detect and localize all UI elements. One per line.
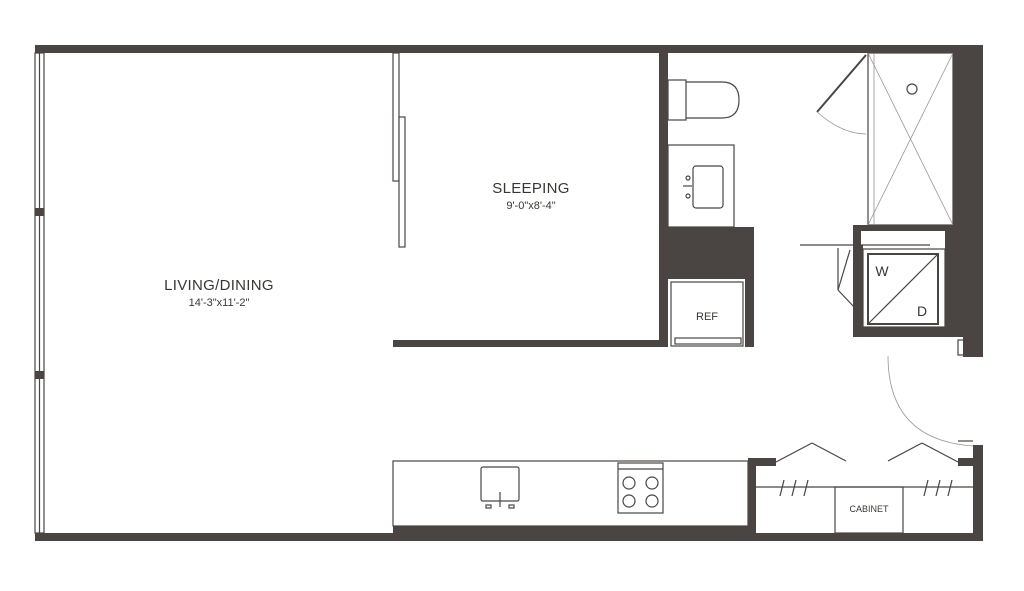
right-wall-lower	[973, 445, 983, 541]
closet-door-right[interactable]	[887, 442, 959, 463]
entry-door[interactable]	[887, 339, 983, 447]
cabinet-closet: CABINET	[748, 442, 973, 541]
sleeping-bottom-wall	[393, 340, 668, 347]
window-wall	[34, 52, 45, 534]
vanity-sink-icon	[667, 144, 735, 228]
closet-door-left[interactable]	[775, 442, 847, 463]
dryer-label: D	[917, 303, 927, 319]
refrigerator-area: REF	[668, 227, 754, 347]
sleeping-right-wall	[659, 53, 668, 347]
bathroom	[667, 52, 963, 245]
kitchen-sink-icon	[480, 466, 520, 509]
sliding-door-panel[interactable]	[398, 116, 406, 248]
living-dining-dimensions: 14'-3"x11'-2"	[189, 297, 250, 309]
right-wall-upper	[963, 45, 983, 357]
washer-dryer: W D	[800, 231, 963, 337]
bathroom-door[interactable]	[816, 54, 867, 135]
cabinet-label: CABINET	[849, 504, 889, 514]
cooktop-icon	[617, 462, 664, 514]
exterior-walls	[35, 45, 983, 541]
sliding-door-panel[interactable]	[392, 52, 400, 182]
sleeping-label-group: SLEEPING 9'-0"x8'-4"	[492, 180, 569, 212]
kitchen-counter	[392, 460, 749, 533]
sleeping-name: SLEEPING	[492, 180, 569, 197]
closet-bifold-door[interactable]	[800, 244, 930, 309]
living-dining-label-group: LIVING/DINING 14'-3"x11'-2"	[164, 277, 274, 309]
sleeping-partition	[392, 52, 668, 347]
sleeping-dimensions: 9'-0"x8'-4"	[506, 200, 555, 212]
washer-label: W	[875, 263, 889, 279]
top-wall	[35, 45, 983, 53]
refrigerator-label: REF	[696, 311, 718, 323]
living-dining-name: LIVING/DINING	[164, 277, 274, 294]
toilet-icon	[667, 79, 740, 121]
shower-icon	[867, 52, 963, 231]
hanger-marks	[779, 479, 953, 497]
bottom-wall	[35, 533, 983, 541]
